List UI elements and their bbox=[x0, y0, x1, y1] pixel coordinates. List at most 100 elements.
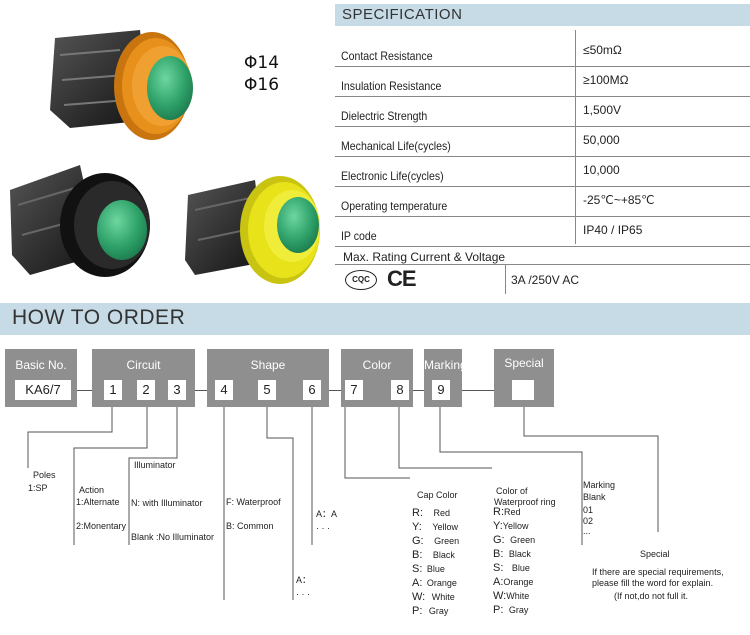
spec-value: 10,000 bbox=[583, 163, 620, 177]
diameter-14: Φ14 bbox=[244, 53, 280, 73]
circuit-digit-3: 3 bbox=[168, 380, 186, 400]
connector-dash bbox=[462, 390, 494, 391]
spec-value: -25℃~+85℃ bbox=[583, 193, 655, 207]
orange-switch-photo bbox=[50, 30, 193, 140]
list-item: R: Red bbox=[412, 507, 451, 519]
spec-row: Mechanical Life(cycles) 50,000 bbox=[335, 126, 750, 157]
product-photos: Φ14 Φ16 bbox=[0, 0, 335, 295]
spec-label: Contact Resistance bbox=[341, 49, 433, 63]
color-digit-8: 8 bbox=[391, 380, 409, 400]
max-rating-value: 3A /250V AC bbox=[511, 273, 580, 287]
spec-divider bbox=[575, 30, 576, 244]
max-rating-label: Max. Rating Current & Voltage bbox=[343, 250, 506, 264]
marking-head: Marking bbox=[424, 358, 467, 372]
shape-digit-6: 6 bbox=[303, 380, 321, 400]
illuminator-title: Illuminator bbox=[134, 460, 176, 470]
spec-row: Electronic Life(cycles) 10,000 bbox=[335, 156, 750, 187]
waterproof-option-1: F: Waterproof bbox=[226, 497, 281, 507]
spec-value: ≤50mΩ bbox=[583, 43, 622, 57]
spec-label: Electronic Life(cycles) bbox=[341, 169, 444, 183]
special-title: Special bbox=[640, 549, 670, 559]
marking-option-01: 01 bbox=[583, 505, 594, 515]
product-photos-illustration bbox=[10, 30, 320, 284]
spec-label: Mechanical Life(cycles) bbox=[341, 139, 451, 153]
waterproof-option-2: B: Common bbox=[226, 521, 274, 531]
illuminator-option-2: Blank :No Illuminator bbox=[131, 532, 215, 542]
list-item: A: Orange bbox=[412, 577, 457, 589]
list-item: W:White bbox=[493, 590, 530, 602]
list-item: W: White bbox=[412, 591, 455, 603]
special-head: Special bbox=[504, 356, 544, 370]
list-item: S: Blue bbox=[493, 562, 530, 574]
action-option-1: 1:Alternate bbox=[76, 497, 120, 507]
list-item: P: Gray bbox=[493, 604, 529, 616]
spec-row: Contact Resistance ≤50mΩ bbox=[335, 36, 750, 67]
basic-no-head: Basic No. bbox=[15, 358, 67, 372]
connector-dash bbox=[77, 390, 92, 391]
ring-color-title-2: Waterproof ring bbox=[494, 497, 556, 507]
list-item: Y:Yellow bbox=[493, 520, 529, 532]
special-slot bbox=[512, 380, 534, 400]
connector-dash bbox=[329, 390, 341, 391]
black-switch-photo bbox=[10, 165, 150, 277]
spec-value: ≥100MΩ bbox=[583, 73, 629, 87]
basic-no-value: KA6/7 bbox=[15, 380, 71, 400]
special-note-2: please fill the word for explain. bbox=[592, 578, 714, 588]
specification-title: SPECIFICATION bbox=[335, 4, 750, 26]
yellow-switch-photo bbox=[185, 176, 320, 284]
list-item: R:Red bbox=[493, 506, 521, 518]
marking-digit-9: 9 bbox=[432, 380, 450, 400]
circuit-head: Circuit bbox=[126, 358, 161, 372]
ce-logo: CE bbox=[387, 266, 417, 291]
circuit-digit-2: 2 bbox=[137, 380, 155, 400]
connector-dash bbox=[195, 390, 207, 391]
max-rating-divider bbox=[335, 264, 750, 265]
list-item: G: Green bbox=[493, 534, 536, 546]
spec-label: Dielectric Strength bbox=[341, 109, 428, 123]
list-item: Y: Yellow bbox=[412, 521, 458, 533]
action-option-2: 2:Monentary bbox=[76, 521, 127, 531]
spec-label: IP code bbox=[341, 229, 377, 243]
connector-dash bbox=[413, 390, 424, 391]
cqc-logo: CQC bbox=[345, 270, 377, 290]
spec-row: Insulation Resistance ≥100MΩ bbox=[335, 66, 750, 97]
spec-value: 1,500V bbox=[583, 103, 622, 117]
spec-value: IP40 / IP65 bbox=[583, 223, 643, 237]
list-item: S: Blue bbox=[412, 563, 445, 575]
shape-digit-5: 5 bbox=[258, 380, 276, 400]
color-head: Color bbox=[362, 358, 392, 372]
how-to-order-band bbox=[0, 303, 750, 335]
marking-option-02: 02 bbox=[583, 516, 594, 526]
specification-table: SPECIFICATION Contact Resistance ≤50mΩ I… bbox=[335, 0, 750, 295]
how-to-order-title: HOW TO ORDER bbox=[12, 306, 186, 329]
marking-option-blank: Blank bbox=[583, 492, 606, 502]
spec-label: Operating temperature bbox=[341, 199, 448, 213]
spec-row: Dielectric Strength 1,500V bbox=[335, 96, 750, 127]
max-rating-vdivider bbox=[505, 264, 506, 294]
illuminator-option-1: N: with Illuminator bbox=[131, 498, 203, 508]
special-note-1: If there are special requirements, bbox=[592, 567, 724, 577]
circuit-digit-1: 1 bbox=[104, 380, 122, 400]
list-item: G: Green bbox=[412, 535, 460, 547]
poles-title: Poles bbox=[33, 470, 56, 480]
shape-b-ellipsis: · · · bbox=[296, 589, 310, 599]
marking-ellipsis: ... bbox=[583, 526, 591, 536]
spec-value: 50,000 bbox=[583, 133, 620, 147]
action-title: Action bbox=[79, 485, 105, 495]
shape-head: Shape bbox=[250, 358, 286, 372]
ring-color-title-1: Color of bbox=[496, 486, 528, 496]
shape-a-ellipsis: · · · bbox=[316, 523, 330, 533]
poles-option: 1:SP bbox=[28, 483, 48, 493]
shape-a-option: A：A bbox=[316, 509, 338, 519]
list-item: A:Orange bbox=[493, 576, 534, 588]
list-item: B: Black bbox=[493, 548, 531, 560]
shape-b-option: A： bbox=[296, 575, 312, 585]
spec-label: Insulation Resistance bbox=[341, 79, 442, 93]
list-item: P: Gray bbox=[412, 605, 449, 617]
color-digit-7: 7 bbox=[345, 380, 363, 400]
shape-digit-4: 4 bbox=[215, 380, 233, 400]
diameter-16: Φ16 bbox=[244, 75, 280, 95]
list-item: B: Black bbox=[412, 549, 455, 561]
special-note-3: (If not,do not full it. bbox=[614, 591, 689, 601]
